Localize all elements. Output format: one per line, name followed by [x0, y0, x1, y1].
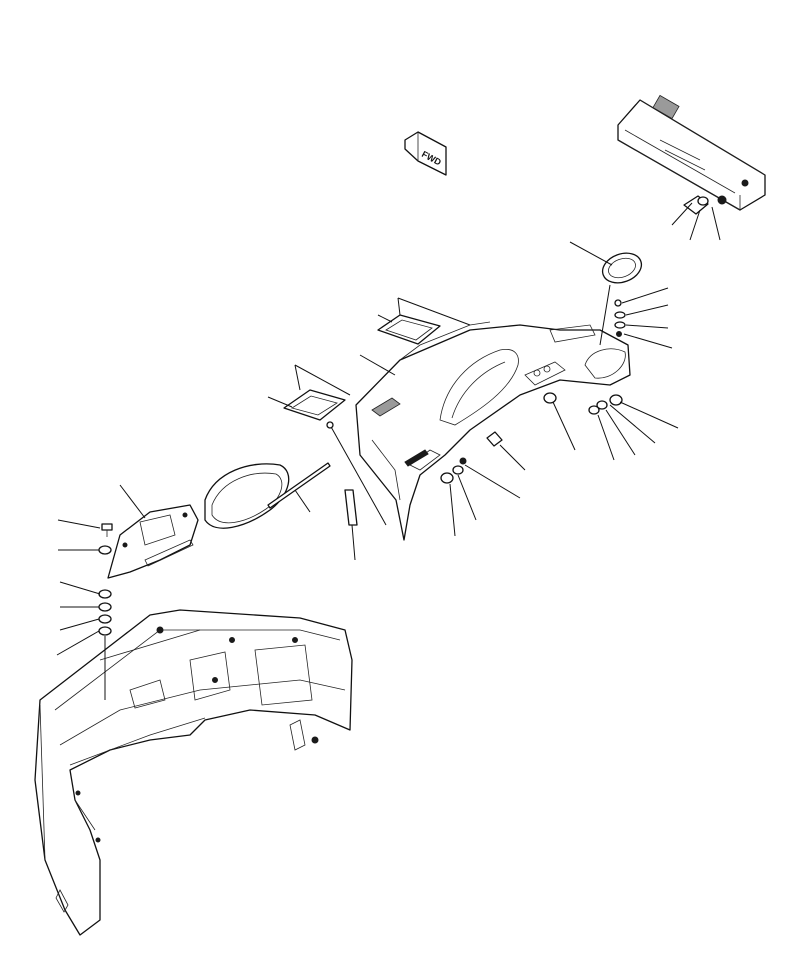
- mat-panel-upper: [377, 314, 441, 345]
- small-plate: [344, 489, 358, 526]
- knob-part: [683, 195, 709, 215]
- bolt-and-washers-left: [98, 523, 113, 636]
- ring-gasket: [601, 252, 643, 284]
- mat-panel-lower: [283, 389, 346, 421]
- radio-unit: [617, 94, 766, 211]
- small-fasteners-right: [614, 299, 626, 337]
- cab-front-frame: [34, 609, 353, 936]
- trim-strip: [267, 462, 331, 509]
- forward-direction-arrow: FWD: [404, 131, 447, 176]
- dashboard-console: [355, 321, 631, 541]
- switch-knobs-right: [588, 394, 623, 415]
- gauge-cluster-bezel: [204, 463, 290, 529]
- leader-lines: [56, 202, 721, 700]
- switch-knobs-middle: [440, 392, 557, 484]
- mounting-bracket: [107, 504, 199, 579]
